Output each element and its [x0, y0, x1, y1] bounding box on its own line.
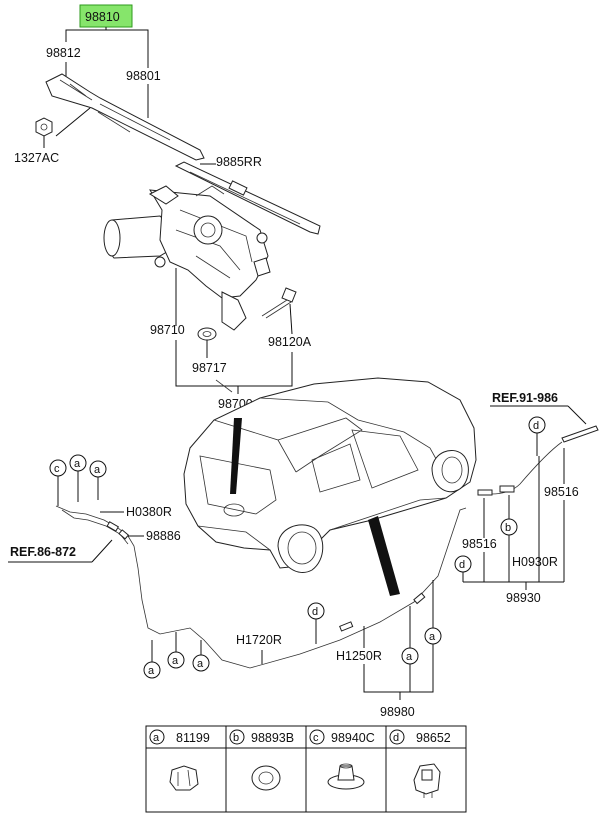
fastener-98940c-icon — [327, 763, 365, 790]
svg-text:b: b — [505, 522, 511, 534]
wiper-motor — [103, 185, 271, 331]
label-98886[interactable]: 98886 — [146, 529, 181, 543]
clip-98652-icon — [413, 763, 441, 798]
bolt-98120a — [261, 287, 297, 319]
label-9885rr[interactable]: 9885RR — [216, 155, 262, 169]
label-98810[interactable]: 98810 — [85, 10, 120, 24]
legend-part-98940c[interactable]: 98940C — [331, 731, 375, 745]
grommet-98893b-icon — [251, 765, 281, 791]
label-98980[interactable]: 98980 — [380, 705, 415, 719]
wiper-blade — [174, 161, 321, 235]
svg-text:a: a — [94, 464, 101, 476]
legend-table — [145, 725, 467, 813]
label-98516-right[interactable]: 98516 — [544, 485, 579, 499]
svg-text:a: a — [148, 665, 155, 677]
label-h0930r[interactable]: H0930R — [512, 555, 558, 569]
legend-part-81199[interactable]: 81199 — [176, 731, 210, 745]
legend-callout-a — [149, 729, 165, 745]
pointer-arrow-side — [368, 516, 400, 596]
label-h1250r[interactable]: H1250R — [336, 649, 382, 663]
car-body — [183, 377, 477, 573]
label-98516-left[interactable]: 98516 — [462, 537, 497, 551]
nut-1327ac — [35, 117, 53, 137]
pointer-arrow-rear — [230, 418, 242, 494]
svg-text:d: d — [393, 732, 399, 744]
label-98120a[interactable]: 98120A — [268, 335, 312, 349]
svg-text:a: a — [197, 658, 204, 670]
label-1327ac[interactable]: 1327AC — [14, 151, 59, 165]
svg-text:d: d — [312, 606, 318, 618]
label-98930[interactable]: 98930 — [506, 591, 541, 605]
legend-part-98893b[interactable]: 98893B — [251, 731, 294, 745]
svg-text:a: a — [172, 655, 179, 667]
ref-86-872[interactable]: REF.86-872 — [10, 545, 76, 559]
svg-text:b: b — [233, 732, 239, 744]
label-98801[interactable]: 98801 — [126, 69, 161, 83]
svg-text:c: c — [54, 463, 60, 475]
svg-text:c: c — [313, 732, 319, 744]
label-h1720r[interactable]: H1720R — [236, 633, 282, 647]
label-98710[interactable]: 98710 — [150, 323, 185, 337]
legend-part-98652[interactable]: 98652 — [416, 731, 451, 745]
svg-text:a: a — [406, 651, 413, 663]
ref-91-986[interactable]: REF.91-986 — [492, 391, 558, 405]
legend-callout-d — [389, 729, 405, 745]
legend-callout-b — [229, 729, 245, 745]
svg-text:d: d — [533, 420, 539, 432]
svg-text:d: d — [459, 559, 465, 571]
label-h0380r[interactable]: H0380R — [126, 505, 172, 519]
grommet-98717 — [197, 327, 217, 341]
clip-81199-icon — [169, 765, 199, 791]
svg-text:a: a — [153, 732, 160, 744]
svg-text:a: a — [429, 631, 436, 643]
label-98717[interactable]: 98717 — [192, 361, 227, 375]
svg-text:a: a — [74, 458, 81, 470]
wiper-arm — [45, 73, 205, 161]
legend-callout-c — [309, 729, 325, 745]
label-98812[interactable]: 98812 — [46, 46, 81, 60]
